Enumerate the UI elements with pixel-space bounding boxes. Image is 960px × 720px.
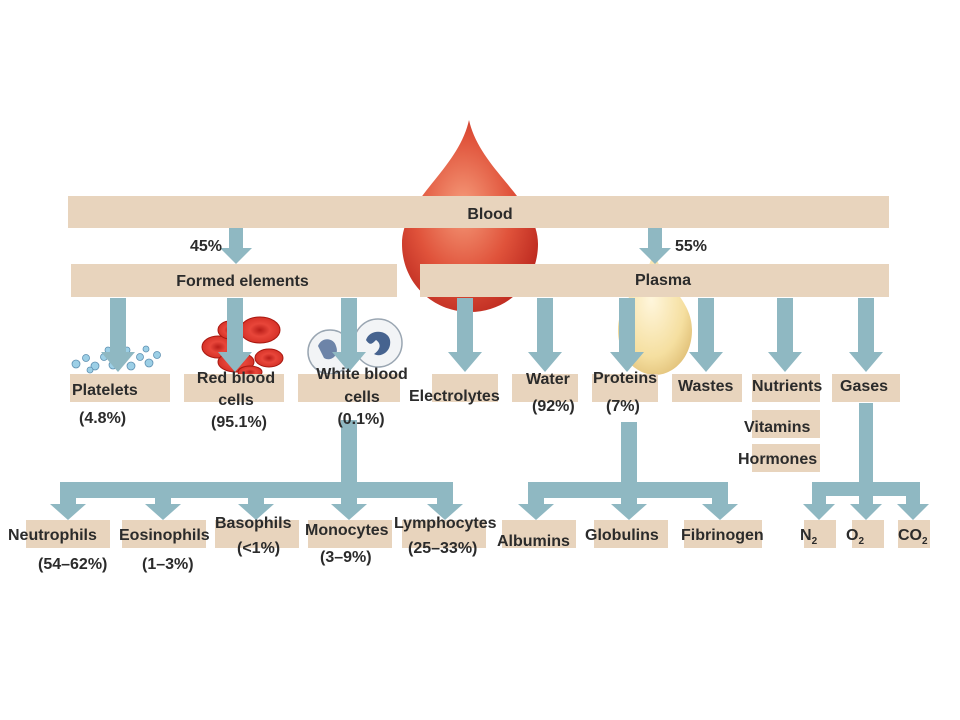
plasma-bar xyxy=(420,264,889,297)
eosinophils-pct: (1–3%) xyxy=(142,556,194,573)
gases-label: Gases xyxy=(840,378,889,395)
lymphocytes-box xyxy=(402,520,486,548)
blood-label: Blood xyxy=(467,206,513,223)
eosinophils-box xyxy=(122,520,206,548)
water-label: Water xyxy=(526,371,570,388)
nutrients-box xyxy=(752,374,820,402)
basophils-box xyxy=(215,520,299,548)
electrolytes-box xyxy=(432,374,498,402)
fibrinogen-label: Fibrinogen xyxy=(681,527,764,544)
rbc-box xyxy=(184,374,284,402)
platelets-box xyxy=(70,374,170,402)
platelets-label: Platelets xyxy=(72,382,138,399)
co2-label: CO2 xyxy=(898,527,928,548)
wastes-box xyxy=(672,374,742,402)
wastes-label: Wastes xyxy=(678,378,734,395)
rbc-label-line1: Red blood xyxy=(196,370,276,387)
globulins-box xyxy=(594,520,668,548)
n2-label: N2 xyxy=(800,527,818,548)
neutrophils-label: Neutrophils xyxy=(8,527,97,544)
formed-elements-label: Formed elements xyxy=(176,273,309,290)
nutrients-label: Nutrients xyxy=(752,378,823,395)
water-box xyxy=(512,374,578,402)
monocytes-label: Monocytes xyxy=(305,522,389,539)
wbc-label-line2: cells xyxy=(344,389,380,406)
plasma-pct-label: 55% xyxy=(675,238,708,255)
co2-box xyxy=(898,520,930,548)
eosinophils-label: Eosinophils xyxy=(119,527,210,544)
vitamins-label: Vitamins xyxy=(744,419,811,436)
blood-bar xyxy=(68,196,889,228)
platelets-pct: (4.8%) xyxy=(79,410,127,427)
formed-pct-label: 45% xyxy=(190,238,223,255)
proteins-label: Proteins xyxy=(593,370,658,387)
globulins-label: Globulins xyxy=(585,527,659,544)
rbc-pct: (95.1%) xyxy=(210,414,268,431)
gases-box xyxy=(832,374,900,402)
plasma-drop-icon xyxy=(618,250,692,375)
basophils-pct: (<1%) xyxy=(237,540,281,557)
lymphocytes-pct: (25–33%) xyxy=(408,540,478,557)
monocytes-pct: (3–9%) xyxy=(320,549,372,566)
electrolytes-label: Electrolytes xyxy=(409,388,500,405)
albumins-label: Albumins xyxy=(497,533,570,550)
neutrophils-pct: (54–62%) xyxy=(38,556,108,573)
lymphocytes-label: Lymphocytes xyxy=(394,515,497,532)
rbc-label-line2: cells xyxy=(218,392,254,409)
plasma-label: Plasma xyxy=(634,272,692,289)
water-pct: (92%) xyxy=(532,398,575,415)
wbc-label-line1: White blood xyxy=(316,366,408,383)
proteins-pct: (7%) xyxy=(606,398,640,415)
monocytes-box xyxy=(308,520,392,548)
wbc-pct: (0.1%) xyxy=(337,411,385,428)
hormones-box xyxy=(752,444,820,472)
proteins-box xyxy=(592,374,658,402)
hormones-label: Hormones xyxy=(738,451,818,468)
formed-elements-bar xyxy=(71,264,397,297)
flow-arrows xyxy=(50,228,929,520)
n2-box xyxy=(804,520,836,548)
vitamins-box xyxy=(752,410,820,438)
o2-box xyxy=(852,520,884,548)
o2-label: O2 xyxy=(846,527,865,548)
albumins-box xyxy=(502,520,576,548)
basophils-label: Basophils xyxy=(215,515,292,532)
neutrophils-box xyxy=(26,520,110,548)
wbc-box xyxy=(298,374,400,402)
fibrinogen-box xyxy=(684,520,762,548)
